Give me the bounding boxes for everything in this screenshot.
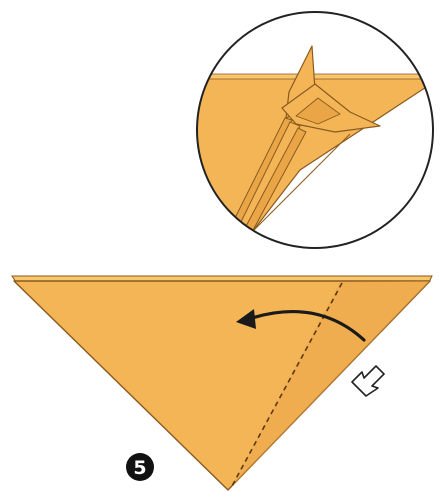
step-number: 5 — [133, 457, 146, 479]
hollow-arrow-pointer-icon — [352, 366, 384, 396]
zoom-paper-top-edge — [190, 74, 443, 79]
step-number-badge: 5 — [126, 453, 154, 481]
zoom-detail-inset — [190, 12, 443, 258]
